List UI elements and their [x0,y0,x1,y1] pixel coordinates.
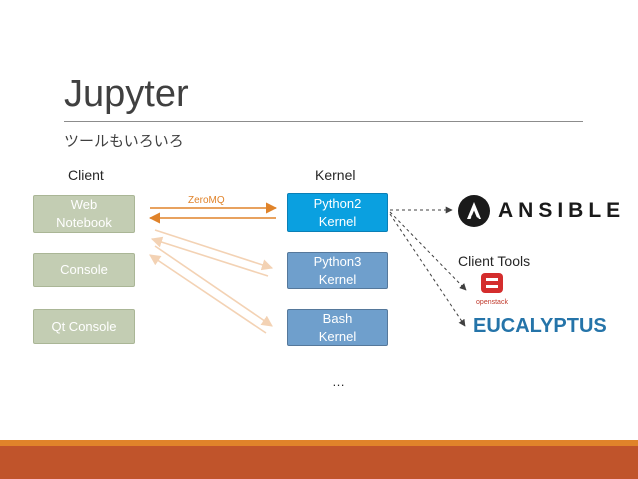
client-column-header: Client [68,167,104,183]
ansible-icon [458,195,490,227]
python3-kernel-line2: Kernel [318,271,357,287]
faint-link-2b [149,254,267,334]
ansible-wordmark: ANSIBLE [498,199,626,222]
dashed-link-eucalyptus [389,213,466,327]
web-notebook-line2: Notebook [56,215,112,230]
title-divider [64,121,583,122]
python2-kernel-line1: Python2 [313,195,362,211]
more-kernels-ellipsis: … [332,374,345,389]
client-tools-header: Client Tools [458,253,531,269]
python2-kernel-box: Python2 Kernel [287,193,388,232]
python3-kernel-box: Python3 Kernel [287,252,388,289]
openstack-logo: openstack [472,272,512,306]
bash-kernel-line1: Bash [322,310,353,326]
zeromq-label: ZeroMQ [188,195,225,206]
web-notebook-line1: Web [70,197,98,212]
faint-link-1b [150,236,269,277]
bash-kernel-line2: Kernel [318,328,357,344]
python2-kernel-line2: Kernel [318,213,357,229]
kernel-column-header: Kernel [315,167,356,183]
faint-link-2a [154,245,273,327]
ansible-logo: ANSIBLE [458,195,625,227]
console-box: Console [33,253,135,287]
eucalyptus-wordmark: EUCALYPTUS [473,315,607,337]
console-label: Console [60,262,108,277]
python3-kernel-line1: Python3 [313,253,362,269]
web-notebook-box: Web Notebook [33,195,135,233]
openstack-wordmark: openstack [476,299,508,306]
footer-bar [0,446,638,479]
slide-subtitle: ツールもいろいろ [64,132,184,150]
openstack-icon [481,273,503,293]
faint-link-1a [154,229,274,271]
qt-console-label: Qt Console [51,318,117,334]
bash-kernel-box: Bash Kernel [287,309,388,346]
footer-accent-stripe [0,440,638,446]
eucalyptus-logo: EUCALYPTUS [473,315,607,338]
slide-title: Jupyter [64,73,189,115]
qt-console-box: Qt Console [33,309,135,344]
dashed-link-openstack [389,211,467,291]
